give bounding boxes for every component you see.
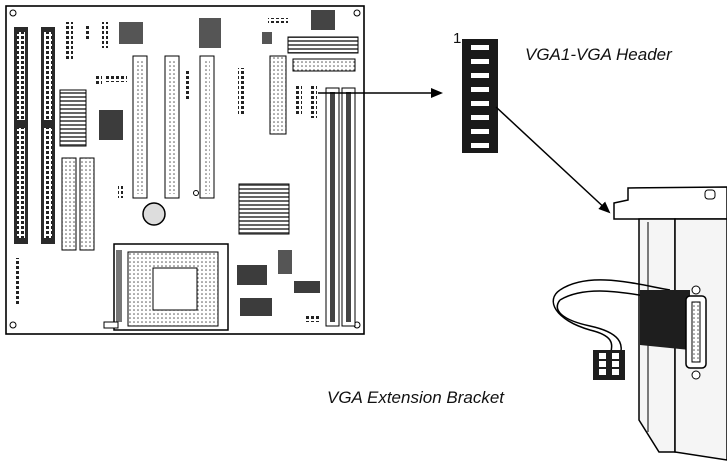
power-connector [287, 36, 359, 54]
dimm-slot [341, 87, 356, 327]
header-plug [593, 350, 625, 380]
jumper-block [268, 18, 288, 23]
jumper-block [85, 24, 91, 40]
jumper-block [103, 321, 119, 329]
pci-slot [164, 55, 180, 199]
cpu-socket [113, 243, 229, 331]
serial-port [311, 10, 335, 30]
header-pin-row [471, 101, 489, 106]
jumper-block [309, 84, 317, 118]
header-pin-row [471, 59, 489, 64]
arrow-to-bracket [495, 106, 611, 214]
power-connector [292, 58, 356, 72]
header-pin-row [471, 87, 489, 92]
header-body [462, 39, 498, 153]
jumper-block [238, 68, 244, 114]
header-pin-row [471, 129, 489, 134]
vga-extension-bracket-label: VGA Extension Bracket [327, 388, 505, 407]
pin-one-label: 1 [453, 30, 462, 47]
dimm-slot [325, 87, 340, 327]
ide-connector [79, 157, 95, 251]
bios-chip [59, 89, 87, 147]
pci-slot [199, 55, 215, 199]
chipset-heatsink [238, 183, 290, 235]
chip [278, 250, 292, 274]
mount-hole [9, 9, 17, 17]
chip [240, 298, 272, 316]
cmos-battery [142, 202, 166, 226]
isa-slot [14, 27, 28, 244]
isa-slot [41, 27, 55, 244]
jumper-block [306, 316, 320, 322]
jumper-block [65, 22, 73, 60]
chip [119, 22, 143, 44]
floppy-connector [269, 55, 287, 135]
io-chip [99, 110, 123, 140]
mount-hole [193, 190, 199, 196]
vga-header-label: VGA1-VGA Header [525, 45, 672, 64]
vga-header-connector [462, 39, 498, 153]
jumper-block [96, 74, 102, 84]
header-pin-row [471, 45, 489, 50]
header-pin-row [471, 143, 489, 148]
chip [237, 265, 267, 285]
header-pin-row [471, 115, 489, 120]
mount-hole [9, 321, 17, 329]
header-pin-row [471, 73, 489, 78]
jumper-block [184, 70, 189, 100]
jumper-block [118, 186, 123, 198]
jumper-block [296, 84, 302, 114]
jumper-block [14, 258, 21, 306]
mount-hole [353, 9, 361, 17]
jumper-block [102, 22, 108, 48]
pci-slot [132, 55, 148, 199]
chip [262, 32, 272, 44]
motherboard [5, 5, 365, 335]
vga-extension-bracket [552, 186, 727, 461]
chip [199, 18, 221, 48]
ide-connector [61, 157, 77, 251]
chip [294, 281, 320, 293]
jumper-block [105, 76, 127, 82]
